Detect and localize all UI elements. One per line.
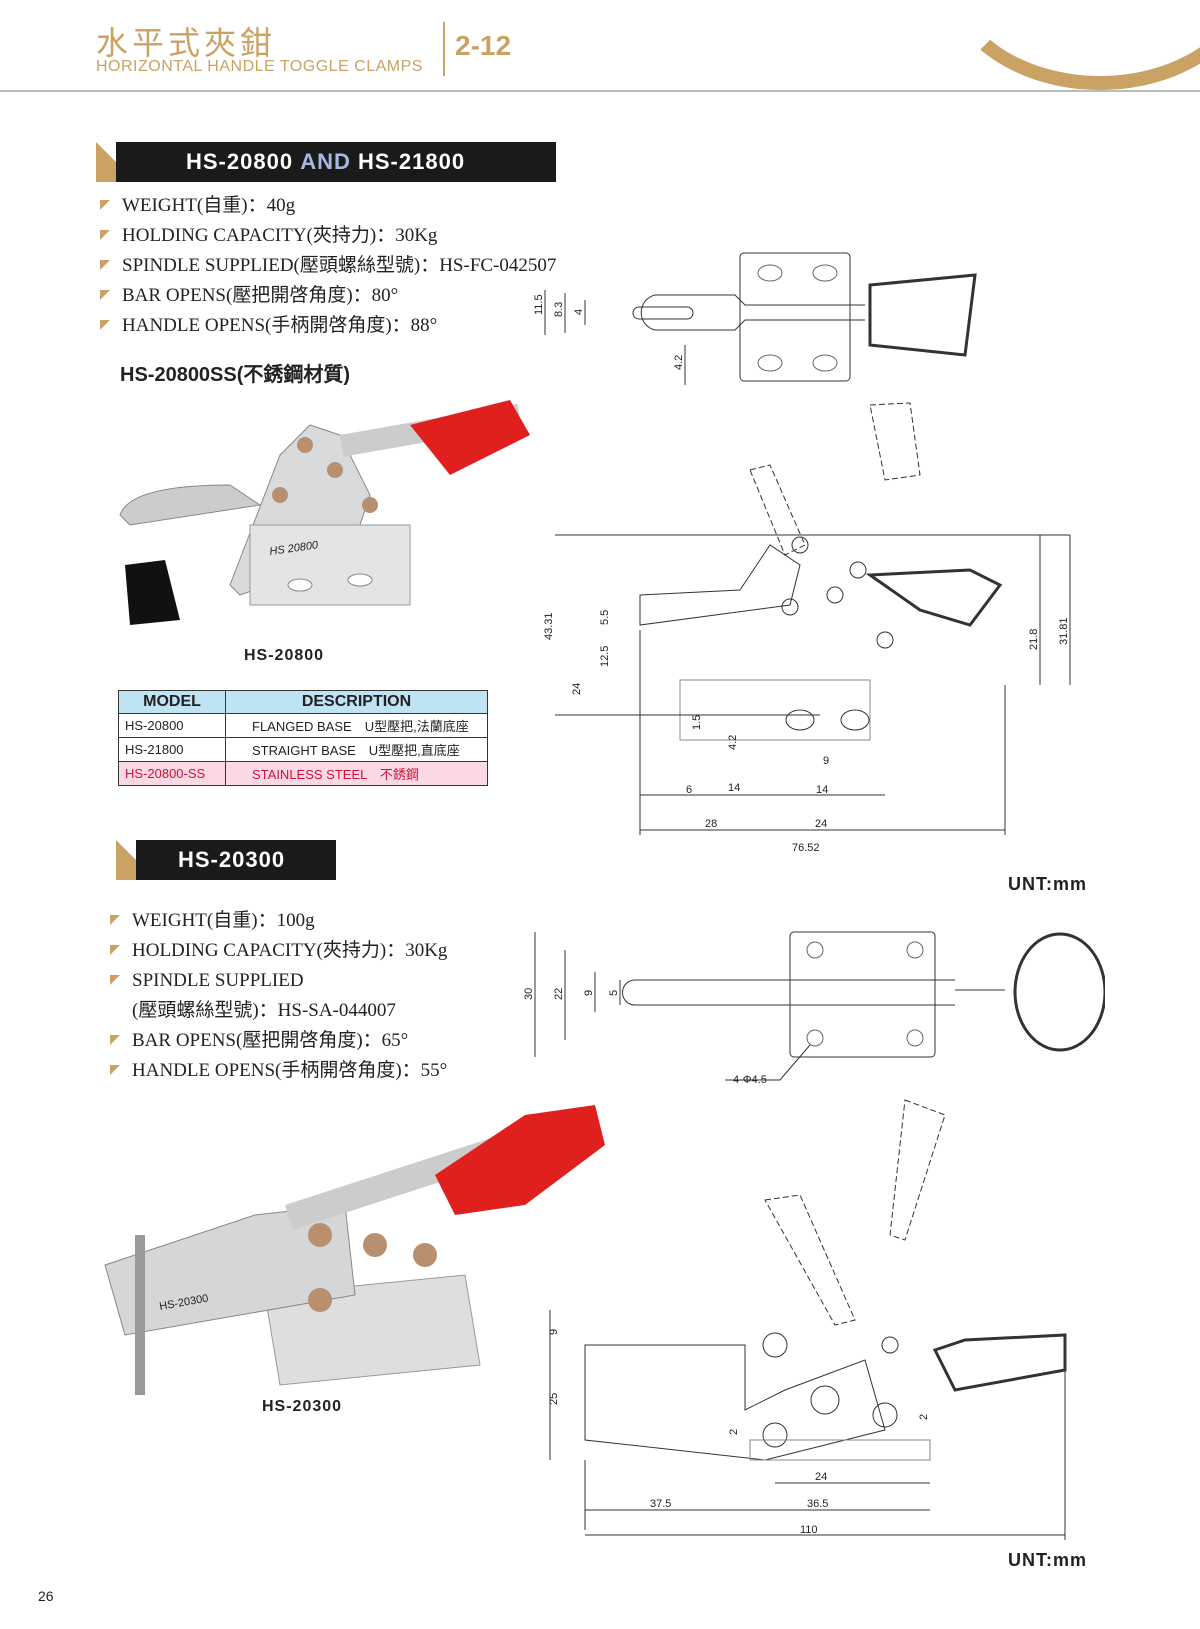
dim-label: 25 [548, 1393, 560, 1405]
dim-label: 43.31 [543, 612, 555, 640]
unit-label: UNT:mm [1008, 1550, 1088, 1570]
banner-model-a: HS-20800 [186, 149, 294, 174]
unit-label: UNT:mm [1008, 874, 1088, 894]
cell-description: STRAIGHT BASE U型壓把,直底座 [225, 737, 488, 762]
cell-model: HS-20800 [118, 713, 226, 738]
photo-caption-hs20300: HS-20300 [262, 1398, 343, 1415]
dim-label: 12.5 [599, 646, 611, 667]
dim-label: 21.8 [1028, 629, 1040, 650]
dim-label: 24 [571, 683, 583, 695]
dim-label: 4 [573, 309, 585, 315]
spec-item: HOLDING CAPACITY(夾持力)：30Kg [108, 936, 447, 966]
dim-label: 8.3 [553, 302, 565, 317]
section1-banner: HS-20800 AND HS-21800 [96, 142, 556, 182]
spec-item: (壓頭螺絲型號)：HS-SA-044007 [132, 1000, 396, 1021]
dim-label: 9 [583, 990, 595, 996]
banner-and: AND [300, 149, 351, 174]
spec-item: BAR OPENS(壓把開啓角度)：65° [108, 1026, 447, 1056]
dim-label: 24 [815, 1471, 827, 1483]
header-divider [443, 22, 445, 76]
drawing-hs20800-top: 11.5 8.3 4 4.2 [533, 252, 977, 385]
decorative-arc [940, 0, 1200, 90]
photo-caption-hs20800: HS-20800 [244, 647, 325, 664]
dim-label: 9 [548, 1329, 560, 1335]
page-number: 26 [38, 1588, 54, 1604]
cell-description: FLANGED BASE U型壓把,法蘭底座 [225, 713, 488, 738]
product-photo-hs20300: HS-20300 [104, 1105, 605, 1395]
spec-item: WEIGHT(自重)：40g [98, 191, 556, 221]
dim-label: 5.5 [599, 610, 611, 625]
product-photo-hs20800: HS 20800 [119, 400, 530, 625]
header-title-cn: 水平式夾鉗 [96, 24, 277, 62]
header-code: 2-12 [455, 30, 512, 61]
table-header-model: MODEL [118, 690, 226, 714]
dim-label: 24 [815, 818, 827, 830]
dim-label: 37.5 [650, 1498, 671, 1510]
dim-label: 30 [523, 988, 535, 1000]
header-title-en: HORIZONTAL HANDLE TOGGLE CLAMPS [96, 58, 423, 75]
dim-label: 2 [728, 1429, 740, 1435]
banner-model-b: HS-21800 [358, 149, 466, 174]
dim-label: 6 [686, 784, 692, 796]
dim-label: 31.81 [1058, 617, 1070, 645]
drawing-hs20300-top: 30 22 9 5 4-Φ4.5 [523, 931, 1105, 1086]
section1-specs: WEIGHT(自重)：40g HOLDING CAPACITY(夾持力)：30K… [98, 191, 556, 341]
spec-item: SPINDLE SUPPLIED(壓頭螺絲型號)：HS-FC-042507 [98, 251, 556, 281]
spec-item: HANDLE OPENS(手柄開啓角度)：55° [108, 1056, 447, 1086]
dim-label: 28 [705, 818, 717, 830]
spec-item: SPINDLE SUPPLIED [108, 966, 447, 996]
dim-label: 110 [800, 1524, 818, 1536]
cell-model: HS-21800 [118, 737, 226, 762]
dim-label: 4.2 [673, 355, 685, 370]
dim-label: 4-Φ4.5 [733, 1074, 767, 1086]
dim-label: 2 [918, 1414, 930, 1420]
dim-label: 9 [823, 755, 829, 767]
dim-label: 36.5 [807, 1498, 828, 1510]
dim-label: 14 [816, 784, 828, 796]
banner-model: HS-20300 [178, 847, 286, 872]
spec-item: BAR OPENS(壓把開啓角度)：80° [98, 281, 556, 311]
spec-item: WEIGHT(自重)：100g [108, 906, 447, 936]
spec-item: HOLDING CAPACITY(夾持力)：30Kg [98, 221, 556, 251]
dim-label: 22 [553, 988, 565, 1000]
section2-banner: HS-20300 [116, 840, 336, 880]
spec-item: HANDLE OPENS(手柄開啓角度)：88° [98, 311, 556, 341]
cell-description: STAINLESS STEEL 不銹鋼 [225, 761, 488, 786]
header-rule [0, 90, 1200, 92]
drawing-hs20800-side: 43.31 24 12.5 5.5 1.5 4.2 21.8 31.81 9 6… [543, 402, 1071, 854]
dim-label: 76.52 [792, 842, 820, 854]
table-header-description: DESCRIPTION [225, 690, 488, 714]
dim-label: 11.5 [533, 294, 545, 315]
drawing-hs20300-side: 9 25 2 2 24 37.5 36.5 110 [548, 1099, 1067, 1540]
dim-label: 5 [608, 990, 620, 996]
section2-specs: WEIGHT(自重)：100g HOLDING CAPACITY(夾持力)：30… [108, 906, 447, 1086]
ss-subtitle: HS-20800SS(不銹鋼材質) [120, 364, 351, 386]
dim-label: 1.5 [691, 715, 703, 730]
dim-label: 14 [728, 782, 740, 794]
cell-model: HS-20800-SS [118, 761, 226, 786]
dim-label: 4.2 [727, 735, 739, 750]
